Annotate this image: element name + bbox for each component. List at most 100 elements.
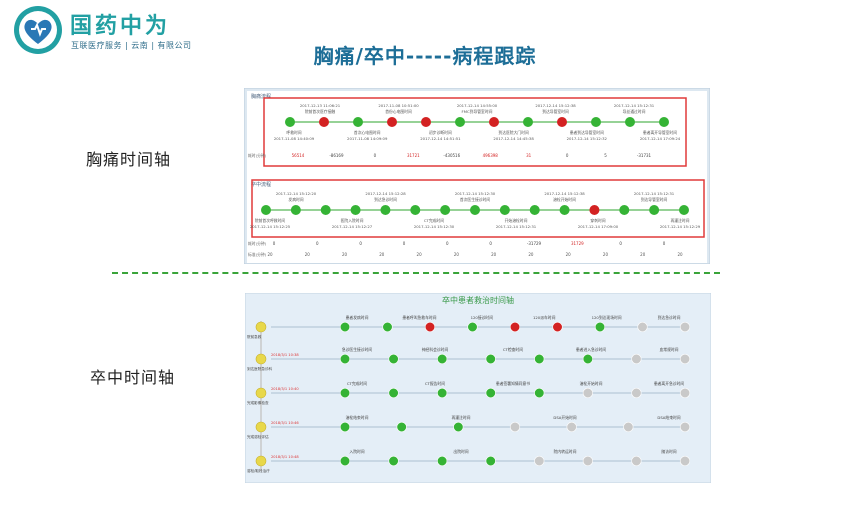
timeline-node[interactable] — [529, 205, 540, 215]
timeline-node[interactable] — [589, 205, 600, 215]
count-row-header: 标准(分钟) — [248, 252, 267, 257]
stroke-timeline-node[interactable] — [631, 353, 642, 365]
stroke-timeline-node[interactable] — [437, 455, 448, 467]
node-label-top: 发病时间 — [288, 197, 303, 202]
stroke-timeline-node[interactable] — [339, 353, 351, 365]
stroke-timeline-node[interactable] — [534, 353, 545, 365]
stroke-timeline-node[interactable] — [637, 321, 648, 333]
stroke-timeline-node[interactable] — [388, 387, 399, 399]
timeline-node[interactable] — [499, 205, 510, 215]
stroke-timeline-node[interactable] — [339, 387, 351, 399]
stroke-timeline-node[interactable] — [679, 421, 691, 433]
stroke-node-label: DSA开始时间 — [553, 415, 576, 420]
timeline-node[interactable] — [285, 117, 295, 127]
stroke-timeline-node[interactable] — [631, 455, 642, 467]
count-value: 20 — [491, 252, 497, 257]
stroke-timeline-node[interactable] — [582, 353, 593, 365]
stroke-node-label: 患者签署知情同意书 — [496, 381, 530, 386]
stage-node[interactable] — [255, 321, 267, 333]
stroke-timeline-node[interactable] — [582, 455, 593, 467]
stroke-node-label: 到达急诊时间 — [658, 315, 681, 320]
timeline-node[interactable] — [350, 205, 361, 215]
stroke-timeline-node[interactable] — [509, 421, 521, 433]
stroke-timeline-node[interactable] — [424, 321, 436, 333]
stroke-node-label: CT完成时间 — [347, 381, 367, 386]
node-label-bottom: 初步诊断时间 — [429, 130, 452, 135]
node-label-bottom: 院前首次呼救时间 — [255, 218, 286, 223]
node-time-bottom: 2017-12-14 15:12:27 — [332, 224, 373, 229]
timeline-node[interactable] — [591, 117, 601, 127]
stroke-timeline-node[interactable] — [388, 455, 399, 467]
stroke-node-label: CT报告时间 — [425, 381, 445, 386]
stroke-timeline-node[interactable] — [339, 421, 351, 433]
stroke-timeline-node[interactable] — [594, 321, 606, 333]
timeline-node[interactable] — [421, 117, 431, 127]
timeline-node[interactable] — [625, 117, 635, 127]
stage-node[interactable] — [255, 421, 267, 433]
timeline-node[interactable] — [455, 117, 465, 127]
timeline-node[interactable] — [353, 117, 363, 127]
timeline-node[interactable] — [320, 205, 331, 215]
stage-node[interactable] — [255, 387, 267, 399]
stroke-timeline-node[interactable] — [566, 421, 577, 433]
timeline-node[interactable] — [489, 117, 499, 127]
stat-value: 496398 — [483, 153, 499, 158]
node-label-bottom: 到达医院大门时间 — [498, 130, 529, 135]
node-time-top: 2017-12-14 14:55:00 — [457, 103, 498, 108]
stroke-timeline-node[interactable] — [339, 321, 351, 333]
stroke-timeline-node[interactable] — [388, 353, 399, 365]
stroke-timeline-node[interactable] — [382, 321, 393, 333]
timeline-node[interactable] — [679, 205, 689, 215]
stroke-timeline-label: 卒中时间轴 — [90, 368, 176, 387]
timeline-node[interactable] — [557, 117, 567, 127]
timeline-node[interactable] — [559, 205, 570, 215]
stroke-timeline-node[interactable] — [339, 455, 351, 467]
timeline-node[interactable] — [440, 205, 451, 215]
stroke-timeline-node[interactable] — [485, 455, 496, 467]
count-value: 20 — [603, 252, 609, 257]
stroke-timeline-node[interactable] — [396, 421, 407, 433]
stroke-timeline-node[interactable] — [534, 455, 545, 467]
timeline-node[interactable] — [380, 205, 391, 215]
stroke-timeline-node[interactable] — [453, 421, 464, 433]
stroke-timeline-node[interactable] — [437, 387, 448, 399]
stage-node[interactable] — [255, 455, 267, 467]
timeline-node[interactable] — [470, 205, 480, 215]
stroke-timeline-node[interactable] — [467, 321, 478, 333]
timeline-node[interactable] — [387, 117, 397, 127]
count-value: 20 — [566, 252, 572, 257]
stroke-node-label: 患者发病时间 — [346, 315, 369, 320]
stroke-timeline-node[interactable] — [437, 353, 448, 365]
stage-node[interactable] — [255, 353, 267, 365]
timeline-node[interactable] — [261, 205, 271, 215]
stroke-timeline-node[interactable] — [534, 387, 545, 399]
timeline-node[interactable] — [659, 117, 669, 127]
timeline-node[interactable] — [649, 205, 660, 215]
timeline-node[interactable] — [290, 205, 301, 215]
stroke-timeline-node[interactable] — [552, 321, 563, 333]
stroke-flow-tag: 卒中流程 — [251, 181, 271, 188]
stroke-timeline-node[interactable] — [582, 387, 593, 399]
stat-value: -430516 — [443, 153, 460, 158]
timeline-node[interactable] — [619, 205, 630, 215]
stroke-timeline-node[interactable] — [679, 321, 691, 333]
stroke-timeline-node[interactable] — [485, 387, 496, 399]
stroke-timeline-node[interactable] — [485, 353, 496, 365]
stroke-timeline-node[interactable] — [679, 455, 691, 467]
stroke-timeline-node[interactable] — [631, 387, 642, 399]
timeline-node[interactable] — [523, 117, 533, 127]
timeline-node[interactable] — [410, 205, 421, 215]
stage-time: 2018/3/1 10:46 — [271, 421, 299, 425]
node-time-bottom: 2017-12-14 14:45:38 — [493, 136, 534, 141]
stroke-timeline-node[interactable] — [679, 353, 691, 365]
timeline-node[interactable] — [319, 117, 329, 127]
stroke-timeline-node[interactable] — [509, 321, 521, 333]
stat-value: -31731 — [637, 153, 652, 158]
stroke-timeline-node[interactable] — [679, 387, 691, 399]
stat-value: 56514 — [292, 153, 305, 158]
stroke-timeline-node[interactable] — [623, 421, 634, 433]
count-value: 20 — [305, 252, 311, 257]
stat-value: 0 — [619, 241, 622, 246]
